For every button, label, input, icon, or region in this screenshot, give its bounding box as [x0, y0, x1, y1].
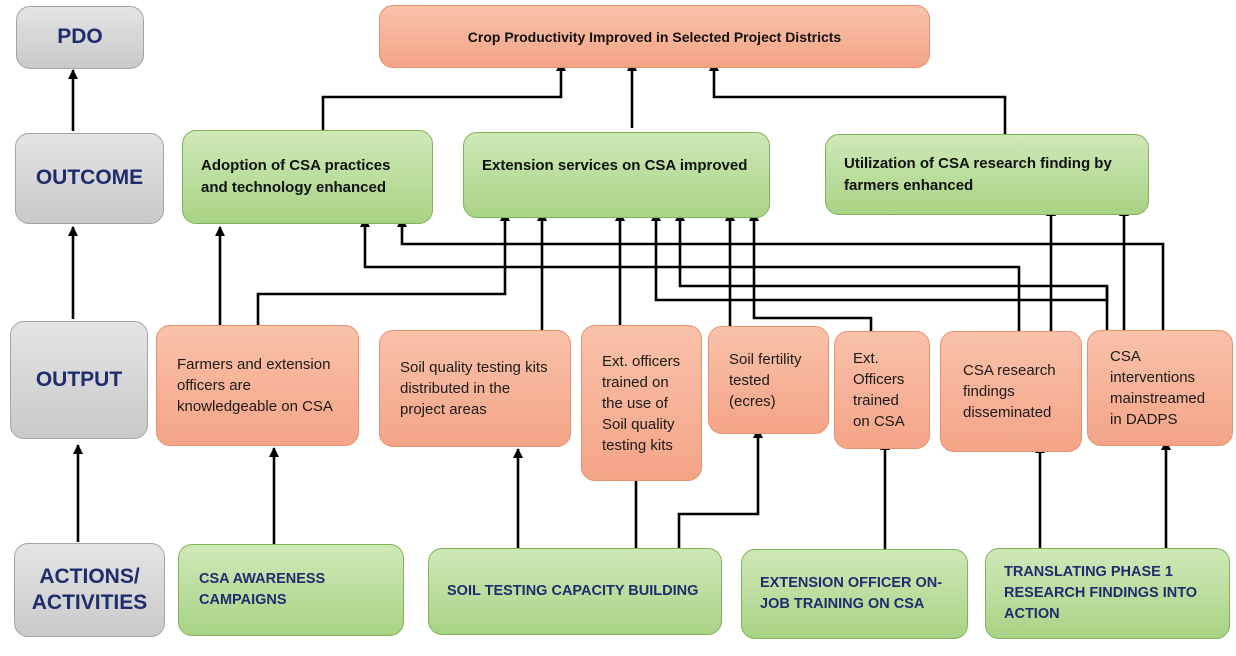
output-ext-trained-kits-text: Ext. officers trained on the use of Soil… — [602, 352, 681, 454]
arrow-utilization-to-pdo — [709, 61, 1007, 134]
level-actions-label-1: ACTIONS/ — [39, 564, 140, 588]
output-farmers-knowledgeable-text: Farmers and extension officers are knowl… — [177, 356, 333, 415]
output-soil-fertility: Soil fertility tested (ecres) — [708, 326, 829, 434]
action-soil-testing-text: SOIL TESTING CAPACITY BUILDING — [447, 582, 699, 599]
output-ext-trained-csa: Ext. Officers trained on CSA — [834, 331, 930, 449]
output-csa-findings: CSA research findings disseminated — [940, 331, 1082, 452]
action-ext-training: EXTENSION OFFICER ON-JOB TRAINING ON CSA — [741, 549, 968, 639]
outcome-adoption: Adoption of CSA practices and technology… — [182, 130, 433, 224]
outcome-adoption-text: Adoption of CSA practices and technology… — [201, 157, 391, 196]
outcome-utilization-text: Utilization of CSA research finding by f… — [844, 154, 1112, 194]
level-pdo: PDO — [16, 6, 144, 69]
arrow-findings-to-extension — [360, 217, 1021, 331]
output-soil-fertility-text: Soil fertility tested (ecres) — [729, 350, 802, 410]
level-actions: ACTIONS/ ACTIVITIES — [14, 543, 165, 637]
output-soil-kits: Soil quality testing kits distributed in… — [379, 330, 571, 447]
outcome-extension: Extension services on CSA improved — [463, 132, 770, 218]
output-csa-interventions: CSA interventions mainstreamed in DADPS — [1087, 330, 1233, 446]
level-outcome-label: OUTCOME — [35, 166, 144, 190]
action-awareness: CSA AWARENESS CAMPAIGNS — [178, 544, 404, 636]
arrow-exttrainedcsa-to-extension — [749, 211, 873, 332]
output-soil-kits-text: Soil quality testing kits distributed in… — [400, 359, 548, 418]
pdo-text: Crop Productivity Improved in Selected P… — [467, 28, 842, 45]
action-soil-testing: SOIL TESTING CAPACITY BUILDING — [428, 548, 722, 635]
arrow-interventions-to-adoption — [397, 217, 1165, 330]
action-ext-training-text: EXTENSION OFFICER ON-JOB TRAINING ON CSA — [760, 574, 943, 612]
pdo-box: Crop Productivity Improved in Selected P… — [379, 5, 930, 68]
output-farmers-knowledgeable: Farmers and extension officers are knowl… — [156, 325, 359, 446]
output-ext-trained-csa-text: Ext. Officers trained on CSA — [853, 350, 905, 430]
level-pdo-label: PDO — [57, 25, 103, 49]
level-output: OUTPUT — [10, 321, 148, 439]
output-ext-trained-kits: Ext. officers trained on the use of Soil… — [581, 325, 702, 481]
arrow-adoption-to-pdo — [321, 61, 566, 131]
action-awareness-text: CSA AWARENESS CAMPAIGNS — [199, 570, 326, 608]
output-csa-interventions-text: CSA interventions mainstreamed in DADPS — [1110, 348, 1206, 428]
arrow-interventions-to-extension — [675, 211, 1109, 330]
action-translating: TRANSLATING PHASE 1 RESEARCH FINDINGS IN… — [985, 548, 1230, 639]
level-outcome: OUTCOME — [15, 133, 164, 224]
level-output-label: OUTPUT — [35, 367, 123, 391]
outcome-extension-text: Extension services on CSA improved — [482, 157, 748, 174]
arrow-interventions-to-extension-2 — [651, 211, 1109, 302]
outcome-utilization: Utilization of CSA research finding by f… — [825, 134, 1149, 215]
action-translating-text: TRANSLATING PHASE 1 RESEARCH FINDINGS IN… — [1004, 563, 1198, 622]
level-actions-label-2: ACTIVITIES — [31, 591, 148, 614]
output-csa-findings-text: CSA research findings disseminated — [963, 362, 1056, 421]
arrow-farmers-to-extension — [256, 211, 510, 325]
